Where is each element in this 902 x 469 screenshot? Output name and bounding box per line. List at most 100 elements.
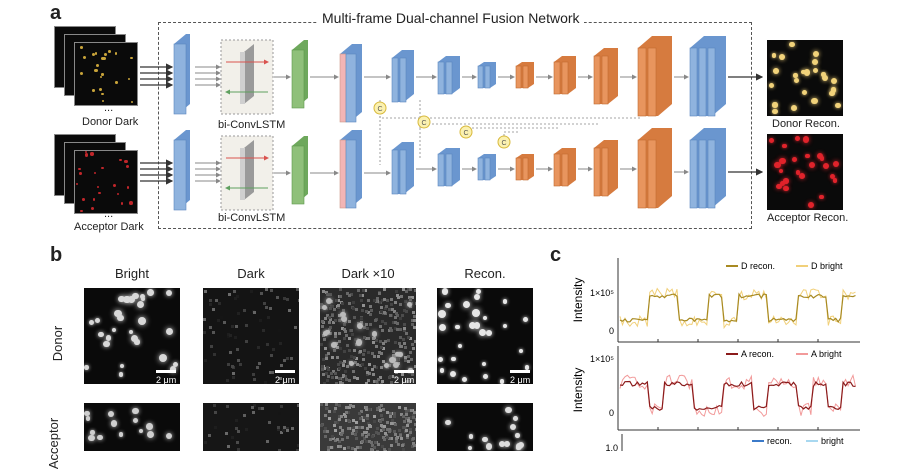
concat-label-4: C — [501, 140, 506, 147]
concat-nodes: C C C C — [373, 101, 511, 149]
plot1-legend-bright: D bright — [811, 261, 843, 271]
spot — [107, 410, 114, 418]
noise-pixel — [367, 351, 370, 354]
spot — [82, 197, 86, 201]
noise-pixel — [277, 428, 280, 431]
spot — [502, 298, 508, 304]
image-donor-dark — [203, 288, 299, 384]
noise-pixel — [330, 446, 333, 449]
noise-pixel — [405, 310, 408, 313]
spot — [808, 201, 815, 208]
noise-pixel — [237, 359, 240, 362]
noise-pixel — [411, 373, 414, 376]
spot — [794, 136, 800, 142]
noise-pixel — [388, 430, 391, 433]
noise-pixel — [340, 433, 343, 436]
noise-pixel — [260, 292, 263, 295]
noise-pixel — [383, 311, 386, 314]
spot — [778, 54, 785, 60]
noise-pixel — [209, 303, 212, 306]
noise-pixel — [382, 342, 385, 345]
noise-pixel — [203, 318, 206, 321]
noise-pixel — [384, 322, 387, 325]
noise-pixel — [283, 359, 286, 362]
noise-pixel — [291, 427, 294, 430]
noise-pixel — [396, 294, 399, 297]
noise-pixel — [363, 336, 366, 339]
noise-pixel — [327, 368, 330, 371]
noise-pixel — [223, 321, 226, 324]
noise-pixel — [250, 290, 253, 293]
noise-pixel — [353, 316, 356, 319]
noise-pixel — [352, 370, 355, 373]
noise-pixel — [389, 327, 392, 330]
noise-pixel — [232, 372, 235, 375]
noise-pixel — [328, 321, 331, 324]
noise-pixel — [325, 357, 328, 360]
noise-pixel — [245, 340, 248, 343]
noise-pixel — [401, 314, 404, 317]
noise-pixel — [391, 308, 394, 311]
noise-pixel — [286, 427, 289, 430]
spot — [395, 351, 401, 357]
noise-pixel — [412, 437, 415, 440]
noise-pixel — [345, 378, 348, 381]
noise-pixel — [415, 423, 416, 426]
spot — [172, 361, 178, 368]
noise-pixel — [227, 333, 230, 336]
noise-pixel — [278, 449, 281, 451]
noise-pixel — [339, 295, 342, 298]
spot — [475, 288, 481, 294]
noise-pixel — [407, 336, 410, 339]
noise-pixel — [403, 426, 406, 429]
spot — [80, 209, 83, 213]
noise-pixel — [283, 426, 286, 429]
noise-pixel — [226, 405, 229, 408]
spot — [119, 363, 125, 369]
spot — [768, 138, 774, 144]
noise-pixel — [324, 414, 327, 417]
noise-pixel — [365, 310, 368, 313]
noise-pixel — [410, 416, 413, 419]
noise-pixel — [351, 447, 354, 450]
noise-pixel — [294, 326, 297, 329]
noise-pixel — [243, 414, 246, 417]
noise-pixel — [325, 407, 328, 410]
noise-pixel — [352, 405, 355, 408]
noise-pixel — [373, 365, 376, 368]
plot1-ylabel: Intensity — [571, 278, 585, 323]
noise-pixel — [237, 312, 240, 315]
plot2-ytick-0: 0 — [609, 408, 614, 418]
noise-pixel — [327, 446, 330, 449]
image-donor-bright — [84, 288, 180, 384]
noise-pixel — [325, 354, 328, 357]
noise-pixel — [272, 348, 275, 351]
spot — [779, 158, 786, 165]
panel-b-letter: b — [50, 244, 63, 266]
noise-pixel — [370, 448, 373, 451]
noise-pixel — [361, 440, 364, 443]
noise-pixel — [363, 326, 366, 329]
spot — [830, 87, 837, 94]
noise-pixel — [401, 373, 404, 376]
noise-pixel — [371, 435, 374, 438]
spot — [123, 295, 131, 304]
noise-pixel — [408, 433, 411, 436]
donor-input-stack — [54, 26, 144, 108]
spot — [822, 162, 830, 169]
spot — [802, 136, 810, 143]
noise-pixel — [348, 302, 351, 305]
noise-pixel — [363, 431, 366, 434]
noise-pixel — [286, 298, 289, 301]
noise-pixel — [338, 440, 341, 443]
spot — [98, 331, 104, 338]
noise-pixel — [376, 407, 379, 410]
noise-pixel — [321, 325, 324, 328]
acceptor-input-ellipsis: ... — [104, 208, 114, 220]
spot — [130, 57, 133, 60]
noise-pixel — [354, 433, 357, 436]
noise-pixel — [245, 324, 248, 327]
spot — [91, 53, 95, 57]
noise-pixel — [253, 311, 256, 314]
noise-pixel — [411, 445, 414, 448]
